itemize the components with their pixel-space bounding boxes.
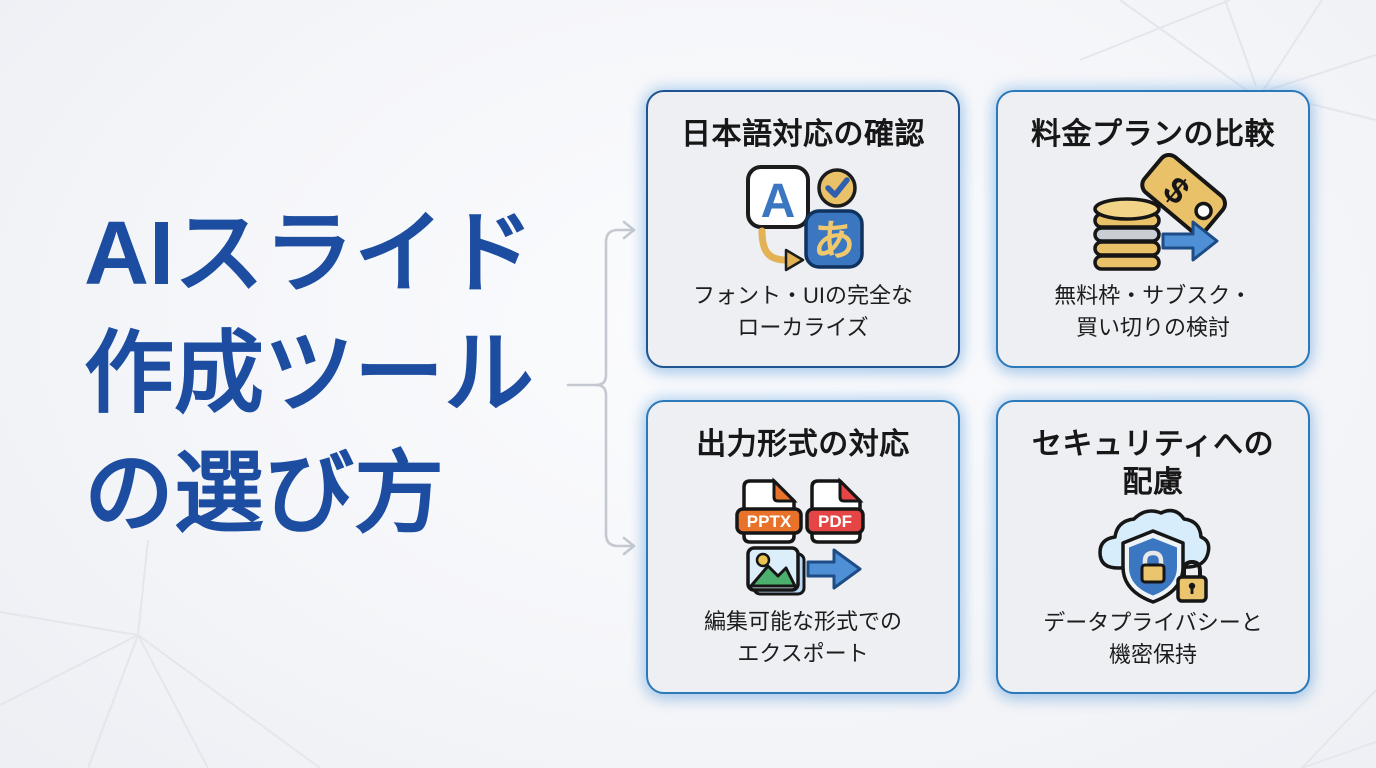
card-description: データプライバシーと 機密保持 [1043, 610, 1263, 667]
padlock-icon [1140, 550, 1166, 584]
card-title: 出力形式の対応 [696, 428, 910, 461]
card-description: フォント・UIの完全な ローカライズ [692, 283, 913, 341]
card-title: 日本語対応の確認 [681, 118, 925, 151]
connector-brace-arrows [566, 220, 636, 556]
card-title: セキュリティへの 配慮 [1031, 428, 1275, 499]
pptx-file-icon: PPTX [735, 477, 803, 544]
card-security: セキュリティへの 配慮 [996, 400, 1310, 694]
translation-icon: A あ [742, 154, 864, 281]
card-description: 編集可能な形式での エクスポート [703, 609, 902, 667]
latin-bubble-icon: A [746, 164, 810, 229]
kana-bubble-icon: あ [804, 209, 864, 269]
svg-text:PPTX: PPTX [747, 512, 792, 531]
curved-arrow-icon [758, 227, 805, 272]
arrow-right-icon [806, 548, 862, 590]
card-description: 無料枠・サブスク・ 買い切りの検討 [1054, 283, 1252, 341]
cards-grid: 日本語対応の確認 A [646, 90, 1310, 694]
coin-stack-icon [1093, 197, 1161, 271]
price-tag-coins-icon: $ [1087, 152, 1227, 281]
card-title: 料金プランの比較 [1031, 118, 1275, 151]
file-export-icon: PPTX PDF [735, 464, 870, 607]
arrowhead-top-icon [622, 220, 636, 240]
arrowhead-bottom-icon [622, 536, 636, 556]
connector-top-branch [594, 228, 634, 387]
padlock-keyhole-icon [1176, 559, 1208, 603]
slide-title: AIスライド 作成ツール の選び方 [84, 204, 534, 544]
pdf-file-icon: PDF [805, 477, 865, 544]
card-pricing-comparison: 料金プランの比較 $ [996, 90, 1310, 368]
image-file-icon [746, 546, 806, 596]
card-japanese-support: 日本語対応の確認 A [646, 90, 960, 368]
card-output-formats: 出力形式の対応 PPTX PDF [646, 400, 960, 694]
svg-text:A: A [761, 175, 796, 228]
connector-bottom-branch [594, 383, 634, 548]
cloud-shield-lock-icon [1092, 501, 1214, 607]
price-tag-icon: $ [1140, 152, 1227, 236]
svg-text:PDF: PDF [818, 512, 852, 531]
check-icon [817, 168, 857, 208]
svg-text:あ: あ [813, 217, 855, 264]
arrow-right-icon [1161, 220, 1219, 262]
